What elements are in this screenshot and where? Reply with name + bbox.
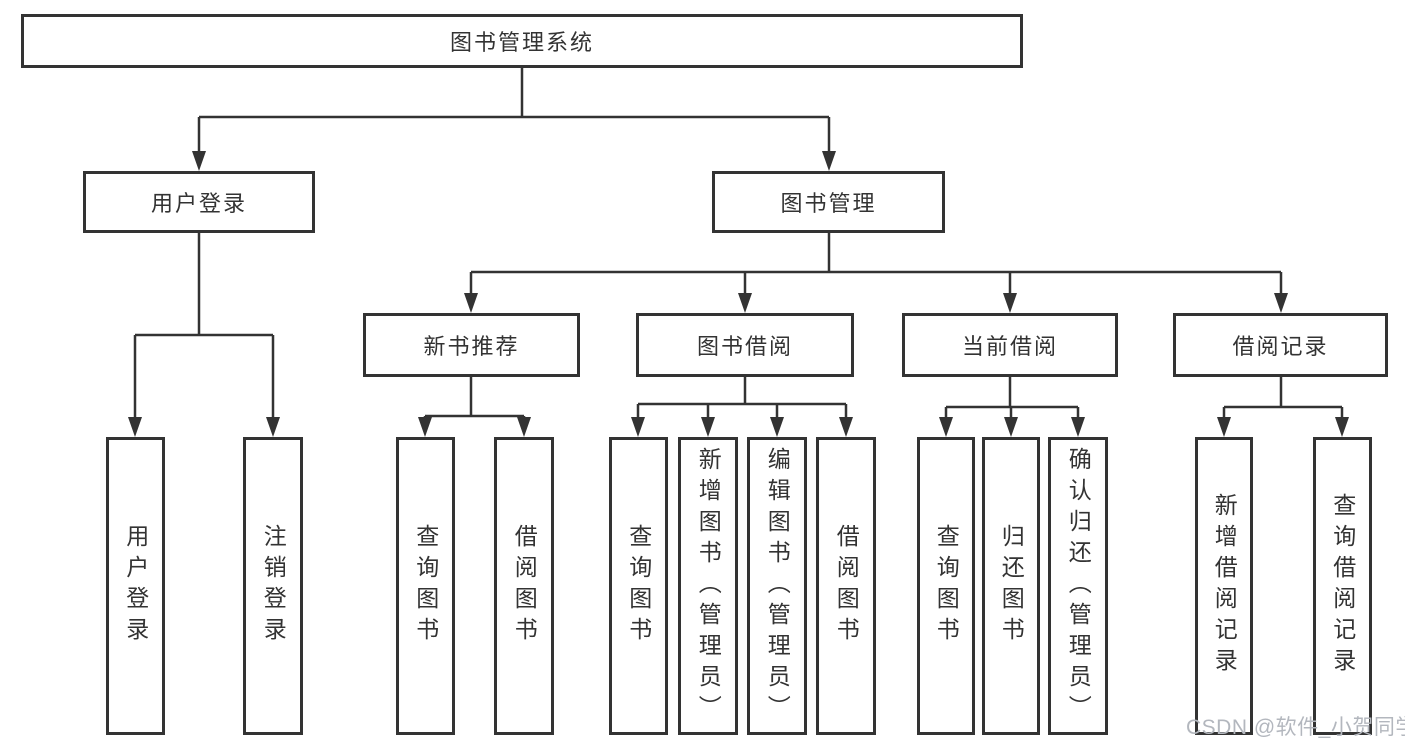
leaf-label: 用户登录	[122, 524, 149, 648]
leaf-label: 编辑图书（管理员）	[764, 446, 791, 726]
leaf-label: 借阅图书	[511, 524, 538, 648]
leaf-label: 新增借阅记录	[1211, 493, 1238, 679]
leaf-confirm-return-admin: 确认归还（管理员）	[1048, 437, 1108, 735]
node-label: 图书借阅	[696, 334, 793, 359]
leaf-add-book-admin: 新增图书（管理员）	[678, 437, 738, 735]
node-borrow-records: 借阅记录	[1173, 313, 1388, 377]
leaf-label: 查询图书	[933, 524, 960, 648]
leaf-label: 查询图书	[412, 524, 439, 648]
connector-book-borrow-children	[631, 377, 853, 437]
connector-root-to-level2	[192, 68, 836, 171]
leaf-query-books-borrow: 查询图书	[609, 437, 668, 735]
node-book-borrow: 图书借阅	[636, 313, 854, 377]
connector-user-login-children	[128, 233, 280, 437]
leaf-user-login: 用户登录	[106, 437, 165, 735]
leaf-label: 查询借阅记录	[1329, 493, 1356, 679]
leaf-return-book: 归还图书	[982, 437, 1040, 735]
node-new-book-recommend: 新书推荐	[363, 313, 580, 377]
leaf-label: 确认归还（管理员）	[1065, 446, 1092, 726]
leaf-label: 查询图书	[625, 524, 652, 648]
node-current-borrow: 当前借阅	[902, 313, 1118, 377]
leaf-label: 注销登录	[260, 524, 287, 648]
connector-book-management-children	[464, 233, 1288, 313]
node-label: 图书管理系统	[449, 30, 594, 55]
connector-borrow-records-children	[1217, 377, 1349, 437]
leaf-label: 归还图书	[998, 524, 1025, 648]
leaf-edit-book-admin: 编辑图书（管理员）	[747, 437, 807, 735]
leaf-borrow-books-recommend: 借阅图书	[494, 437, 554, 735]
node-label: 新书推荐	[423, 334, 520, 359]
connector-current-borrow-children	[939, 377, 1085, 437]
csdn-watermark: CSDN @软件_小贺同学	[1186, 716, 1405, 739]
leaf-borrow-books: 借阅图书	[816, 437, 876, 735]
node-book-management: 图书管理	[712, 171, 945, 233]
leaf-query-borrow-record: 查询借阅记录	[1313, 437, 1372, 735]
node-label: 图书管理	[780, 191, 877, 216]
leaf-query-books-current: 查询图书	[917, 437, 975, 735]
node-label: 借阅记录	[1232, 334, 1329, 359]
leaf-logout: 注销登录	[243, 437, 303, 735]
leaf-label: 借阅图书	[833, 524, 860, 648]
leaf-query-books-recommend: 查询图书	[396, 437, 455, 735]
node-label: 当前借阅	[961, 334, 1058, 359]
leaf-add-borrow-record: 新增借阅记录	[1195, 437, 1253, 735]
leaf-label: 新增图书（管理员）	[695, 446, 722, 726]
node-label: 用户登录	[150, 191, 247, 216]
connector-new-book-children	[418, 377, 531, 437]
node-user-login: 用户登录	[83, 171, 315, 233]
node-library-management-system: 图书管理系统	[21, 14, 1023, 68]
